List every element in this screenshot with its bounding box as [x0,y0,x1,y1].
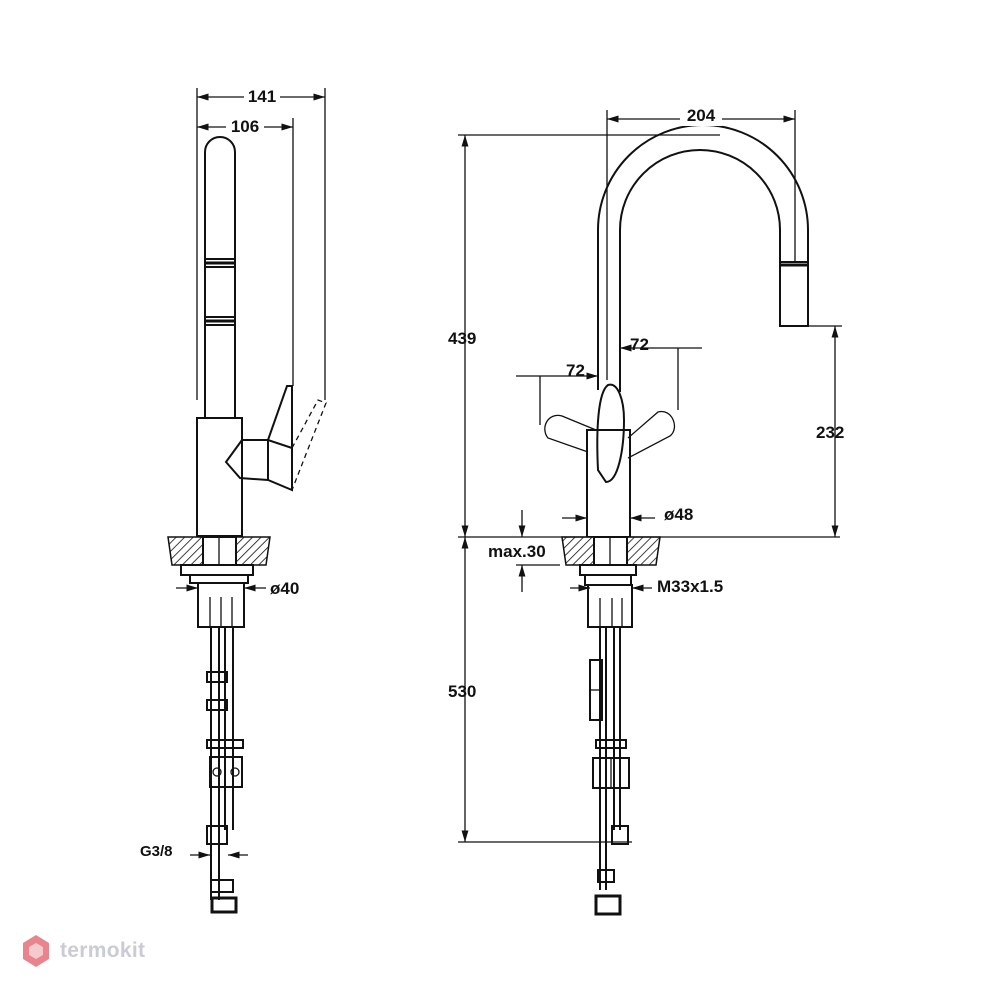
dim-front-thread: M33x1.5 [657,577,723,596]
dim-side-spout-width: 106 [231,117,259,136]
termokit-logo-icon [23,935,49,967]
side-view: 141 106 ø40 G3/8 [140,86,327,914]
dim-front-below-deck: 530 [448,682,476,701]
front-view: 204 439 72 72 232 ø48 max.30 M33x1.5 530 [448,106,844,916]
side-deck [167,536,271,566]
front-body [586,383,631,538]
front-levers [544,410,675,459]
dim-side-total-width: 141 [248,87,276,106]
side-spout [204,136,236,418]
side-dimension-lines [176,88,326,859]
front-hoses [589,627,630,916]
dim-side-hose-thread: G3/8 [140,843,173,860]
dim-side-base-diameter: ø40 [270,579,299,598]
front-dimension-lines [458,110,842,843]
side-body [196,417,293,537]
front-deck [561,536,661,566]
side-fixing [180,564,254,628]
watermark-text: termokit [60,939,146,962]
dim-front-max-deck: max.30 [488,542,546,561]
side-hoses [206,627,244,914]
dim-front-outlet-height: 232 [816,423,844,442]
dim-front-lever-left: 72 [566,361,585,380]
watermark: termokit [22,934,145,968]
dim-front-spout-reach: 204 [687,106,716,125]
side-lever [267,385,327,491]
dim-front-lever-right: 72 [630,335,649,354]
front-fixing [579,564,637,628]
dim-front-body-diameter: ø48 [664,505,693,524]
dim-front-total-height: 439 [448,329,476,348]
